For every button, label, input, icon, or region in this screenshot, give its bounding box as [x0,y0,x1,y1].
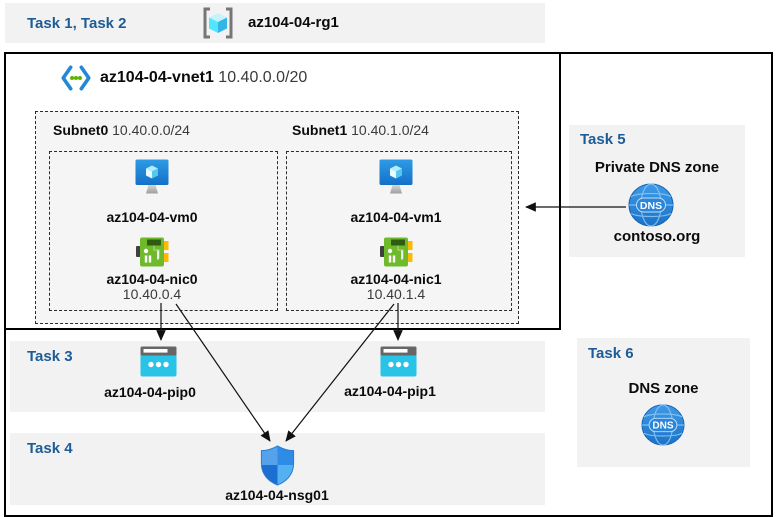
resource-group-icon [203,7,233,39]
dns-zone-title: DNS zone [628,380,699,397]
vm0-icon [135,159,169,194]
vnet-name: az104-04-vnet1 [100,69,214,86]
subnet0-title: Subnet0 10.40.0.0/24 [53,122,190,138]
vnet-cidr: 10.40.0.0/20 [218,69,308,86]
private-dns-icon: DNS [628,183,674,227]
vm1-label: az104-04-vm1 [350,209,442,225]
subnet0-name: Subnet0 [53,122,109,138]
nic1-ip: 10.40.1.4 [366,286,426,302]
resource-group-band: Task 1, Task 2 az104-04-rg1 [5,3,545,43]
dns-zone-icon-text: DNS [652,421,673,432]
task5-label: Task 5 [580,131,626,148]
nsg-shield-icon [260,445,295,486]
vnet-title: az104-04-vnet1 10.40.0.0/20 [100,69,307,87]
pip0-label: az104-04-pip0 [104,384,196,400]
subnet1-cidr: 10.40.1.0/24 [351,122,429,138]
private-dns-zone-title: Private DNS zone [594,159,720,176]
resource-group-name: az104-04-rg1 [248,14,339,31]
nic0-icon [136,237,169,267]
vnet-icon [61,65,91,91]
task-1-2-label: Task 1, Task 2 [27,15,127,32]
nic0-label: az104-04-nic0 [106,271,198,287]
subnet1-box [286,151,512,311]
task3-band [10,341,545,412]
nic1-label: az104-04-nic1 [350,271,442,287]
vm0-label: az104-04-vm0 [106,209,198,225]
subnet1-title: Subnet1 10.40.1.0/24 [292,122,429,138]
subnet0-box [49,151,278,311]
vm1-icon [379,159,413,194]
private-dns-icon-text: DNS [640,200,662,212]
dns-zone-icon: DNS [641,404,685,446]
task3-label: Task 3 [27,348,73,365]
pip0-icon [140,346,177,377]
task6-label: Task 6 [588,345,634,362]
pip1-label: az104-04-pip1 [344,383,436,399]
nic1-icon [380,237,413,267]
private-dns-zone-name: contoso.org [613,228,701,245]
nic0-ip: 10.40.0.4 [122,286,182,302]
pip1-icon [380,346,417,377]
subnet1-name: Subnet1 [292,122,348,138]
task4-label: Task 4 [27,440,73,457]
nsg-label: az104-04-nsg01 [225,487,329,503]
subnet0-cidr: 10.40.0.0/24 [112,122,190,138]
